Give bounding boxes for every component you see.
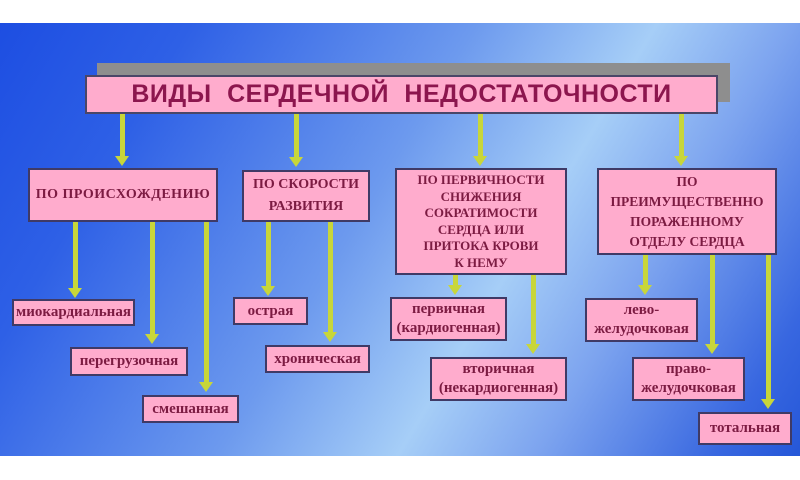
category-box-origin: ПО ПРОИСХОЖДЕНИЮ <box>28 168 218 222</box>
leaf-label: лево- желудочковая <box>594 302 689 337</box>
leaf-box-myocardial: миокардиальная <box>12 299 135 326</box>
leaf-label: первичная (кардиогенная) <box>396 301 501 336</box>
leaf-label: острая <box>247 302 294 319</box>
leaf-label: перегрузочная <box>79 353 179 369</box>
leaf-box-total: тотальная <box>698 412 792 445</box>
leaf-box-primary-cardiogenic: первичная (кардиогенная) <box>390 297 507 341</box>
leaf-label: хроническая <box>274 350 361 367</box>
diagram-title: ВИДЫ СЕРДЕЧНОЙ НЕДОСТАТОЧНОСТИ <box>85 75 718 114</box>
arrow-speed-to-chronic <box>323 222 337 342</box>
leaf-label: смешанная <box>152 400 229 417</box>
arrow-origin-to-mixed <box>199 222 213 392</box>
category-label: ПО ПЕРВИЧНОСТИ СНИЖЕНИЯ СОКРАТИМОСТИ СЕР… <box>417 172 545 270</box>
arrow-primacy-to-secondary <box>526 275 540 354</box>
arrow-section-to-total <box>761 255 775 409</box>
leaf-box-overload: перегрузочная <box>70 347 188 376</box>
arrow-primacy-to-primary <box>448 275 462 295</box>
arrow-title-to-speed <box>289 114 303 167</box>
leaf-box-mixed: смешанная <box>142 395 239 423</box>
arrow-origin-to-myocardial <box>68 222 82 298</box>
leaf-label: вторичная (некардиогенная) <box>438 361 559 396</box>
arrow-speed-to-acute <box>261 222 275 296</box>
category-label: ПО ПРЕИМУЩЕСТВЕННО ПОРАЖЕННОМУ ОТДЕЛУ СЕ… <box>610 173 764 249</box>
arrow-section-to-rightventricular <box>705 255 719 354</box>
leaf-box-chronic: хроническая <box>265 345 370 373</box>
category-box-speed: ПО СКОРОСТИ РАЗВИТИЯ <box>242 170 370 222</box>
arrow-origin-to-overload <box>145 222 159 344</box>
diagram-title-text: ВИДЫ СЕРДЕЧНОЙ НЕДОСТАТОЧНОСТИ <box>131 80 672 108</box>
category-box-section: ПО ПРЕИМУЩЕСТВЕННО ПОРАЖЕННОМУ ОТДЕЛУ СЕ… <box>597 168 777 255</box>
arrow-title-to-section <box>674 114 688 166</box>
leaf-box-acute: острая <box>233 297 308 325</box>
category-label: ПО ПРОИСХОЖДЕНИЮ <box>35 187 211 202</box>
leaf-box-secondary-noncardiogenic: вторичная (некардиогенная) <box>430 357 567 401</box>
leaf-box-right-ventricular: право- желудочковая <box>632 357 745 401</box>
leaf-label: миокардиальная <box>16 304 131 320</box>
category-box-primacy: ПО ПЕРВИЧНОСТИ СНИЖЕНИЯ СОКРАТИМОСТИ СЕР… <box>395 168 567 275</box>
leaf-label: тотальная <box>709 420 781 436</box>
arrow-title-to-primacy <box>473 114 487 166</box>
category-label: ПО СКОРОСТИ РАЗВИТИЯ <box>253 177 359 214</box>
arrow-title-to-origin <box>115 114 129 166</box>
leaf-label: право- желудочковая <box>641 361 736 396</box>
arrow-section-to-leftventricular <box>638 255 652 295</box>
leaf-box-left-ventricular: лево- желудочковая <box>585 298 698 342</box>
